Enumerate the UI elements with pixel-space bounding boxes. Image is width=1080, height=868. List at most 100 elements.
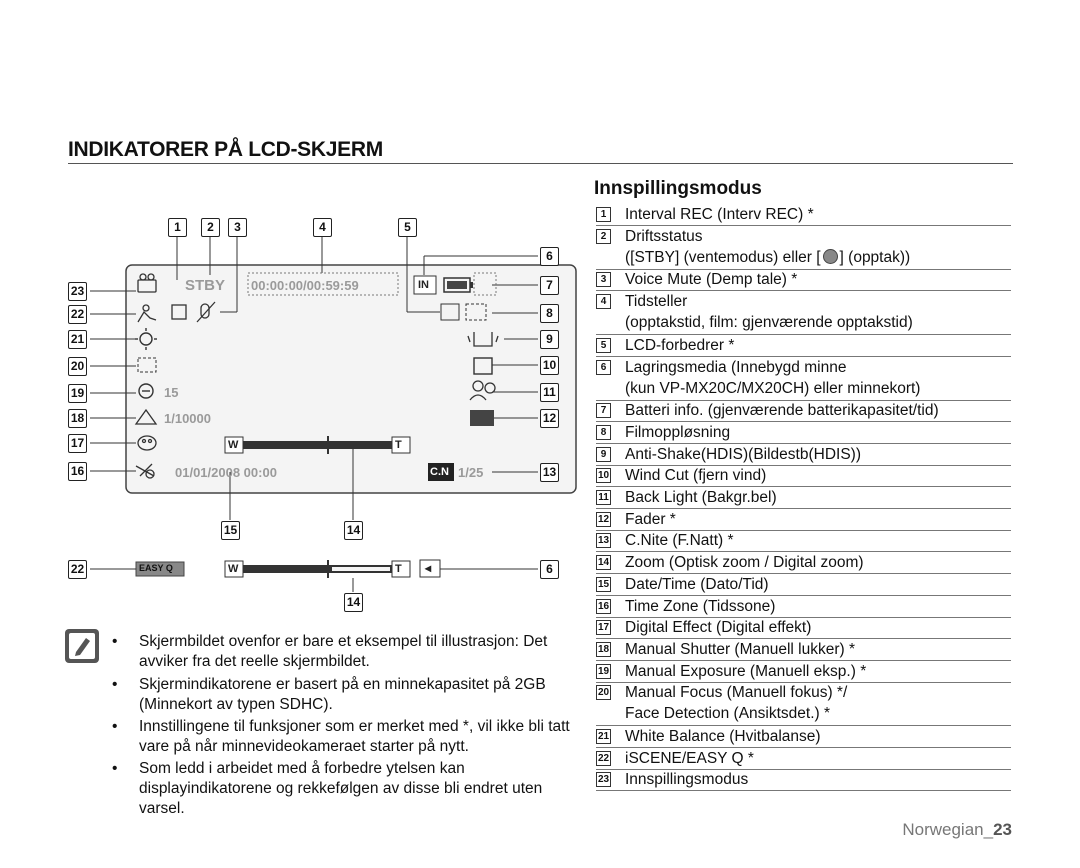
legend-text-line2: ([STBY] (ventemodus) eller [ ] (opptak)) — [625, 247, 910, 268]
callout-11: 11 — [540, 383, 559, 402]
legend-text: Back Light (Bakgr.bel) — [625, 489, 777, 506]
legend-text: Filmoppløsning — [625, 423, 731, 441]
zoom2-w-label: W — [228, 563, 239, 575]
storage-internal-icon — [413, 275, 437, 295]
legend-number: 13 — [596, 533, 611, 549]
callout-15: 15 — [221, 521, 240, 540]
legend-text: Fader * — [625, 510, 676, 528]
legend-row: 5 LCD-forbedrer * — [596, 335, 1011, 357]
legend-number: 1 — [596, 207, 611, 222]
legend-number: 15 — [596, 576, 611, 592]
callout-23: 23 — [68, 282, 87, 301]
legend-row: 23 Innspillingsmodus — [596, 769, 1011, 792]
cnite-icon — [428, 463, 454, 481]
movie-resolution-icon — [465, 303, 487, 321]
storage-card-glyph: ◂ — [425, 561, 432, 575]
lcd-frame — [125, 264, 577, 494]
legend-number: 11 — [596, 490, 611, 505]
callout-5: 5 — [398, 218, 417, 237]
zoom-w-label: W — [228, 439, 239, 451]
lcd-enhancer-icon — [440, 303, 460, 321]
callout-9: 9 — [540, 330, 559, 349]
zoom-t-label: T — [395, 439, 402, 451]
legend-number: 20 — [596, 685, 611, 701]
legend-row: 10 Wind Cut (fjern vind) — [596, 465, 1011, 488]
legend-row: 4 Tidsteller (opptakstid, film: gjenværend… — [596, 291, 1011, 336]
camcorder-icon — [137, 273, 157, 293]
legend-number: 6 — [596, 359, 611, 375]
cnite-label: C.N — [430, 466, 449, 478]
exposure-value: 15 — [164, 385, 179, 400]
legend-text-line2-pre: ([STBY] (ventemodus) eller [ — [625, 248, 821, 266]
note-2: •Skjermindikatorene er basert på en minn… — [112, 676, 546, 713]
note-3: •Innstillingene til funksjoner som er me… — [112, 718, 570, 755]
stby-status: STBY — [185, 277, 226, 294]
legend-number: 4 — [596, 294, 611, 310]
legend-text: Manual Exposure (Manuell eksp.) * — [625, 662, 867, 680]
legend-text-line2-post: ] (opptak)) — [839, 248, 911, 266]
note-pencil-icon — [65, 629, 99, 663]
legend-row: 12 Fader * — [596, 509, 1011, 531]
legend-text: Voice Mute (Demp tale) * — [625, 271, 798, 289]
record-icon — [822, 248, 838, 264]
legend-number: 8 — [596, 424, 611, 440]
counter-box — [247, 272, 399, 296]
legend-number: 14 — [596, 555, 611, 571]
note-1: •Skjermbildet ovenfor er bare et eksempe… — [112, 633, 548, 670]
shutter-value: 1/10000 — [164, 411, 211, 426]
legend-text: Tidsteller — [625, 293, 688, 311]
manual-shutter-icon — [134, 408, 158, 425]
legend-row: 7 Batteri info. (gjenværende batterikapas… — [596, 400, 1011, 423]
legend-number: 10 — [596, 468, 611, 484]
callout-14: 14 — [344, 521, 363, 540]
zoom2-t-label: T — [395, 563, 402, 575]
legend-row: 14 Zoom (Optisk zoom / Digital zoom) — [596, 552, 1011, 575]
legend-number: 7 — [596, 403, 611, 419]
legend-text-line2: (opptakstid, film: gjenværende opptaksti… — [625, 314, 913, 332]
legend-row: 19 Manual Exposure (Manuell eksp.) * — [596, 661, 1011, 683]
legend-number: 16 — [596, 598, 611, 614]
legend-text-line2: Face Detection (Ansiktsdet.) * — [625, 705, 831, 723]
time-counter: 00:00:00/00:59:59 — [251, 278, 359, 293]
legend-text: Lagringsmedia (Innebygd minne — [625, 358, 847, 376]
legend-row: 11 Back Light (Bakgr.bel) — [596, 487, 1011, 509]
anti-shake-icon — [467, 332, 499, 347]
legend-number: 23 — [596, 772, 611, 788]
callout-8: 8 — [540, 304, 559, 323]
legend-number: 19 — [596, 663, 611, 679]
legend-number: 12 — [596, 511, 611, 527]
lcd-diagram — [90, 236, 577, 592]
callout-6: 6 — [540, 247, 559, 266]
back-light-icon — [469, 380, 496, 401]
legend-text: Batteri info. (gjenværende batterikapasi… — [625, 402, 939, 420]
legend-number: 3 — [596, 272, 611, 288]
legend-row: 16 Time Zone (Tidssone) — [596, 596, 1011, 618]
cnite-value: 1/25 — [458, 465, 484, 480]
legend-text: Date/Time (Dato/Tid) — [625, 575, 769, 593]
legend-text: Innspillingsmodus — [625, 771, 749, 789]
title-rule — [68, 163, 1013, 164]
legend-row: 8 Filmoppløsning — [596, 422, 1011, 444]
legend-number: 17 — [596, 620, 611, 636]
legend-text: Zoom (Optisk zoom / Digital zoom) — [625, 554, 864, 572]
callout-20: 20 — [68, 357, 87, 376]
page-number: 23 — [993, 820, 1012, 839]
legend-text: Time Zone (Tidssone) — [625, 597, 776, 615]
legend-row: 3 Voice Mute (Demp tale) * — [596, 269, 1011, 292]
legend-text: LCD-forbedrer * — [625, 336, 735, 354]
legend-text: Interval REC (Interv REC) * — [625, 206, 814, 223]
time-zone-icon — [135, 463, 155, 479]
note-4: •Som ledd i arbeidet med å forbedre ytel… — [112, 760, 543, 817]
voice-mute-icon — [196, 301, 216, 323]
legend-text: Wind Cut (fjern vind) — [625, 467, 767, 485]
legend-number: 5 — [596, 337, 611, 353]
callout-22: 22 — [68, 305, 87, 324]
legend-number: 21 — [596, 729, 611, 744]
callout-16: 16 — [68, 462, 87, 481]
